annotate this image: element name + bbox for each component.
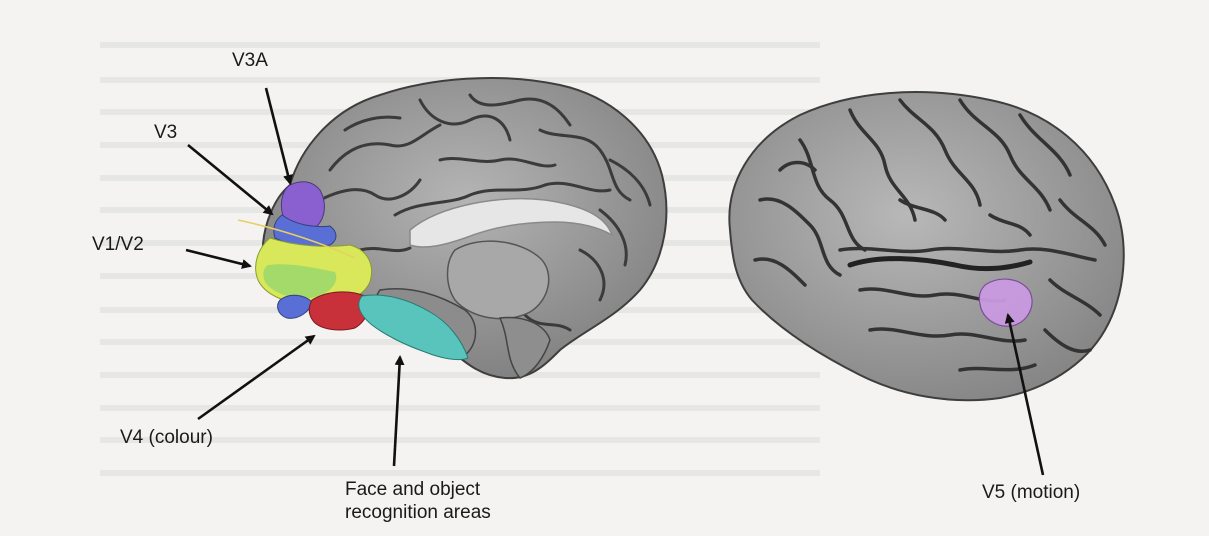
- label-v4: V4 (colour): [120, 427, 213, 449]
- v3v-region: [278, 295, 312, 318]
- label-v3a: V3A: [232, 50, 268, 72]
- label-v5: V5 (motion): [982, 482, 1080, 504]
- label-face-line2: recognition areas: [345, 502, 545, 524]
- lateral-brain: [729, 92, 1123, 400]
- arrow-v3a: [266, 88, 290, 183]
- v4-region: [309, 292, 368, 330]
- thalamus: [448, 241, 549, 319]
- label-face-line1: Face and object: [345, 479, 535, 501]
- label-v3: V3: [154, 122, 177, 144]
- label-v1v2: V1/V2: [92, 234, 144, 256]
- lateral-brain-outline: [729, 92, 1123, 400]
- medial-brain: [238, 78, 666, 378]
- arrow-v1v2: [186, 250, 250, 266]
